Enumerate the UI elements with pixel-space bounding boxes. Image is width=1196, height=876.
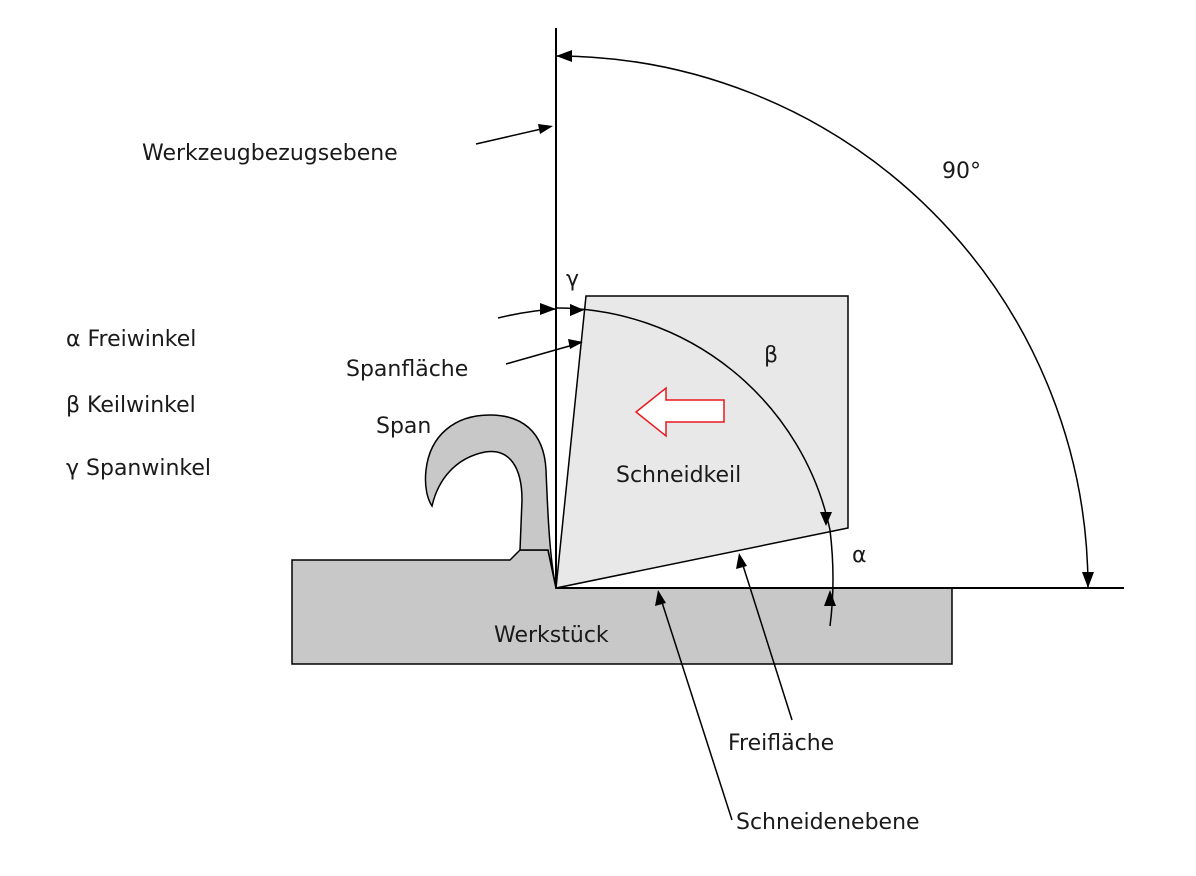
flank-face-pointer — [739, 555, 793, 721]
cutting-plane-label: Schneidenebene — [736, 810, 920, 835]
right-angle-arrow-top-icon — [556, 50, 572, 62]
legend-gamma: γ Spanwinkel — [66, 456, 211, 481]
gamma-label: γ — [566, 267, 579, 292]
legend-alpha: α Freiwinkel — [66, 327, 196, 352]
cutting-plane-pointer — [658, 592, 733, 821]
chip-shape — [424, 414, 557, 589]
gamma-arrow-left-icon — [540, 303, 556, 315]
reference-plane-pointer — [475, 126, 551, 145]
cutting-wedge-label: Schneidkeil — [616, 463, 741, 488]
alpha-arrow-icon — [824, 590, 836, 606]
gamma-arrow-right-icon — [570, 304, 584, 316]
right-angle-arc — [555, 55, 1089, 589]
alpha-angle-arc — [829, 529, 834, 627]
right-angle-arrow-bottom-icon — [1082, 572, 1094, 588]
motion-arrow-icon — [634, 386, 725, 438]
workpiece-label: Werkstück — [494, 623, 609, 648]
alpha-label: α — [852, 543, 867, 568]
cutting-wedge — [555, 295, 849, 589]
reference-plane-label: Werkzeugbezugsebene — [142, 141, 398, 166]
flank-face-pointer-head-icon — [736, 553, 747, 569]
beta-angle-arc — [555, 307, 831, 531]
reference-plane-pointer-head-icon — [538, 124, 553, 134]
legend-beta: β Keilwinkel — [66, 393, 196, 418]
right-angle-label: 90° — [942, 159, 981, 184]
rake-face-pointer — [505, 342, 581, 365]
chip-label: Span — [376, 414, 431, 439]
beta-label: β — [764, 343, 778, 368]
beta-arrow-right-icon — [820, 512, 832, 526]
flank-face-label: Freifläche — [728, 731, 834, 756]
cutting-plane-pointer-head-icon — [655, 590, 666, 606]
rake-face-label: Spanfläche — [346, 357, 468, 382]
rake-face-pointer-head-icon — [568, 339, 583, 349]
